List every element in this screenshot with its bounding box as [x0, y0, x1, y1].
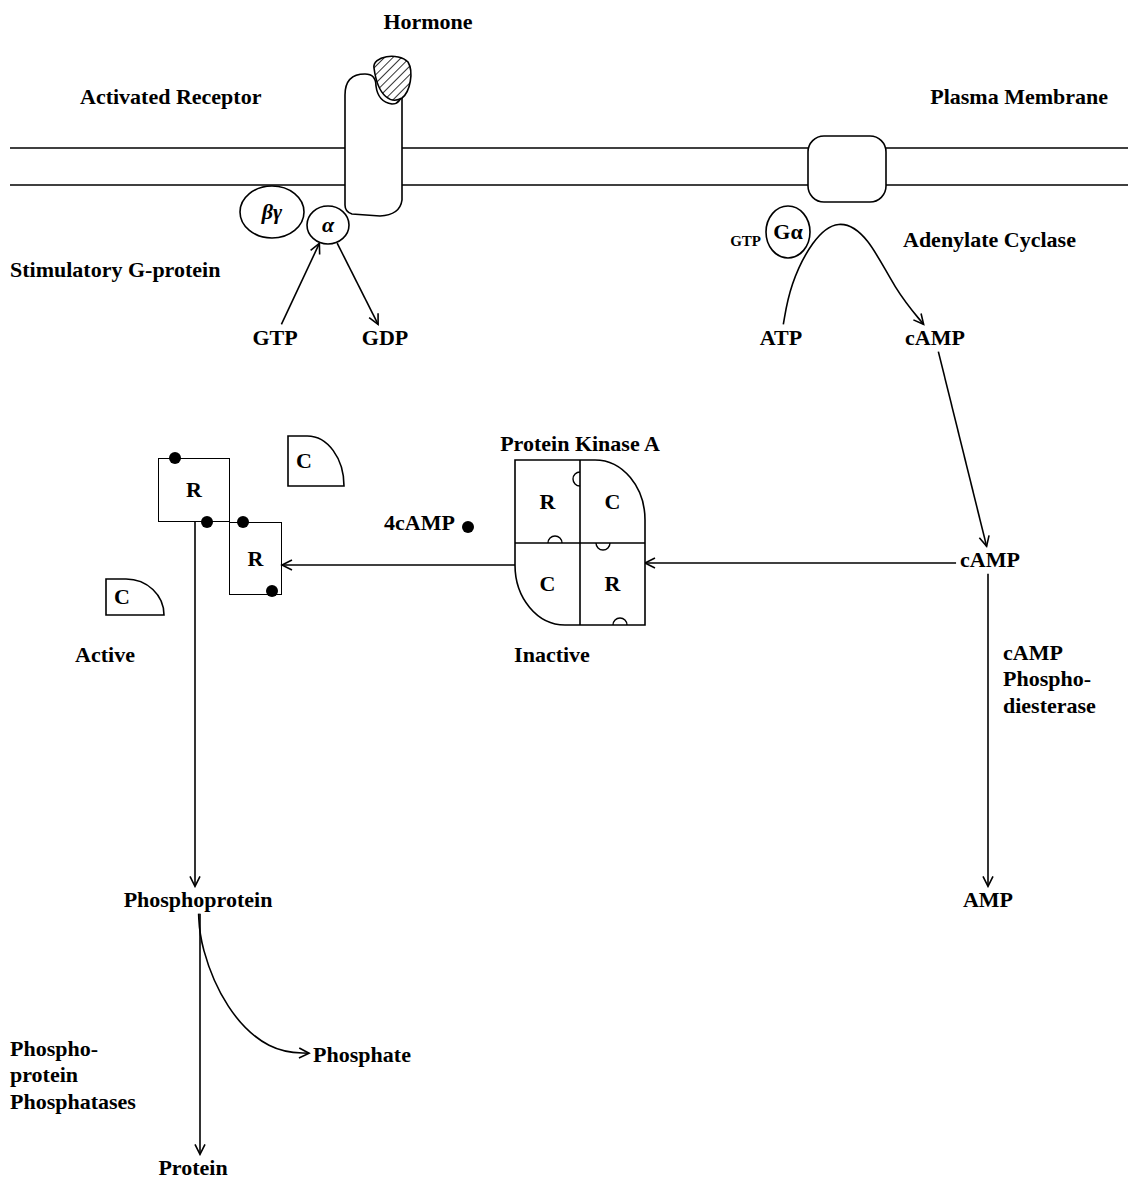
- node-text: Phosphate: [313, 1042, 411, 1067]
- node-text: C: [605, 489, 621, 514]
- pathway-label: Adenylate Cyclase: [903, 227, 1076, 253]
- ellipse-outline: [240, 186, 304, 238]
- kinase-quadrant: R: [515, 460, 580, 543]
- kinase-quadrant: C: [515, 543, 580, 625]
- pathway-label: Active: [75, 642, 135, 668]
- molecule-term: cAMP: [901, 324, 969, 351]
- hormone-hatching: [374, 56, 411, 100]
- regulatory-subunit: R: [158, 458, 230, 522]
- quarter-outline: [288, 436, 344, 486]
- pathway-label: Hormone: [383, 9, 472, 35]
- node-text: AMP: [963, 887, 1013, 912]
- quarter-outline: [106, 579, 164, 615]
- binding-site: [548, 536, 562, 543]
- node-text: C: [540, 571, 556, 596]
- node-text: cAMP: [905, 325, 965, 350]
- molecule-term: GDP: [358, 324, 412, 351]
- quadrant-divider: [515, 460, 645, 625]
- pathway-arrow: [194, 522, 196, 886]
- molecule-term: Phosphoprotein: [120, 886, 277, 913]
- ellipse-outline: [766, 206, 810, 258]
- binding-site: [596, 543, 610, 550]
- molecule-term: Protein: [154, 1154, 231, 1181]
- kinase-quadrant: R: [580, 543, 645, 625]
- node-text: GTP: [252, 325, 297, 350]
- node-text: C: [296, 448, 312, 473]
- pathway-label: 4cAMP: [384, 510, 455, 536]
- pathway-label: Activated Receptor: [80, 84, 261, 110]
- bound-dot: [462, 521, 474, 533]
- regulatory-subunit: R: [229, 522, 282, 595]
- ellipse-outline: [307, 206, 349, 244]
- bound-dot: [201, 516, 213, 528]
- catalytic-subunit: C: [287, 435, 345, 487]
- molecule-term: Phosphate: [309, 1041, 415, 1068]
- molecule-term: ATP: [756, 324, 806, 351]
- pathway-arrow: [938, 352, 986, 547]
- membrane-line: [10, 184, 1128, 186]
- shape-outline: [515, 460, 645, 625]
- kinase-quadrant: C: [580, 460, 645, 543]
- subunit-ellipse: α: [306, 205, 350, 245]
- pathway-label: cAMP Phospho- diesterase: [1003, 640, 1123, 719]
- catalytic-subunit: C: [105, 578, 165, 616]
- pathway-arrow: [987, 574, 989, 887]
- subunit-ellipse: Gα: [765, 205, 811, 259]
- node-text: R: [248, 546, 264, 571]
- pathway-arrow: [281, 243, 319, 324]
- node-text: βγ: [262, 199, 282, 224]
- complex-outline: [515, 460, 645, 625]
- pathway-arrow: [199, 914, 309, 1054]
- subunit-ellipse: βγ: [239, 185, 305, 239]
- pathway-arrow: [645, 562, 956, 564]
- molecule-term: cAMP: [956, 546, 1024, 573]
- node-text: R: [605, 571, 621, 596]
- pathway-arrow: [282, 564, 515, 566]
- pathway-label: Plasma Membrane: [930, 84, 1108, 110]
- node-text: R: [540, 489, 556, 514]
- pathway-label: Stimulatory G-protein: [10, 257, 220, 283]
- node-text: Phosphoprotein: [124, 887, 273, 912]
- hormone-outline: [374, 56, 411, 100]
- pathway-arrow: [337, 243, 378, 324]
- pathway-label: GTP: [730, 232, 761, 250]
- pathway-label: Phospho- protein Phosphatases: [10, 1036, 162, 1115]
- node-text: ATP: [760, 325, 802, 350]
- complex-heading: Protein Kinase A: [500, 431, 660, 456]
- molecule-term: AMP: [959, 886, 1017, 913]
- pathway-arrow: [199, 914, 201, 1155]
- node-text: cAMP: [960, 547, 1020, 572]
- node-text: Gα: [773, 219, 802, 244]
- node-text: R: [186, 477, 202, 502]
- binding-site: [613, 618, 627, 625]
- kinase-complex: Protein Kinase ARCCR: [515, 460, 645, 625]
- shape-outline: [287, 435, 345, 487]
- bound-dot: [266, 585, 278, 597]
- node-text: Protein: [158, 1155, 227, 1180]
- node-text: GDP: [362, 325, 408, 350]
- node-text: α: [322, 212, 334, 237]
- membrane-line: [10, 147, 1128, 149]
- pathway-label: Inactive: [514, 642, 590, 668]
- molecule-term: GTP: [248, 324, 301, 351]
- node-text: C: [114, 584, 130, 609]
- binding-site: [573, 472, 580, 486]
- cyclase-shape: [808, 136, 886, 202]
